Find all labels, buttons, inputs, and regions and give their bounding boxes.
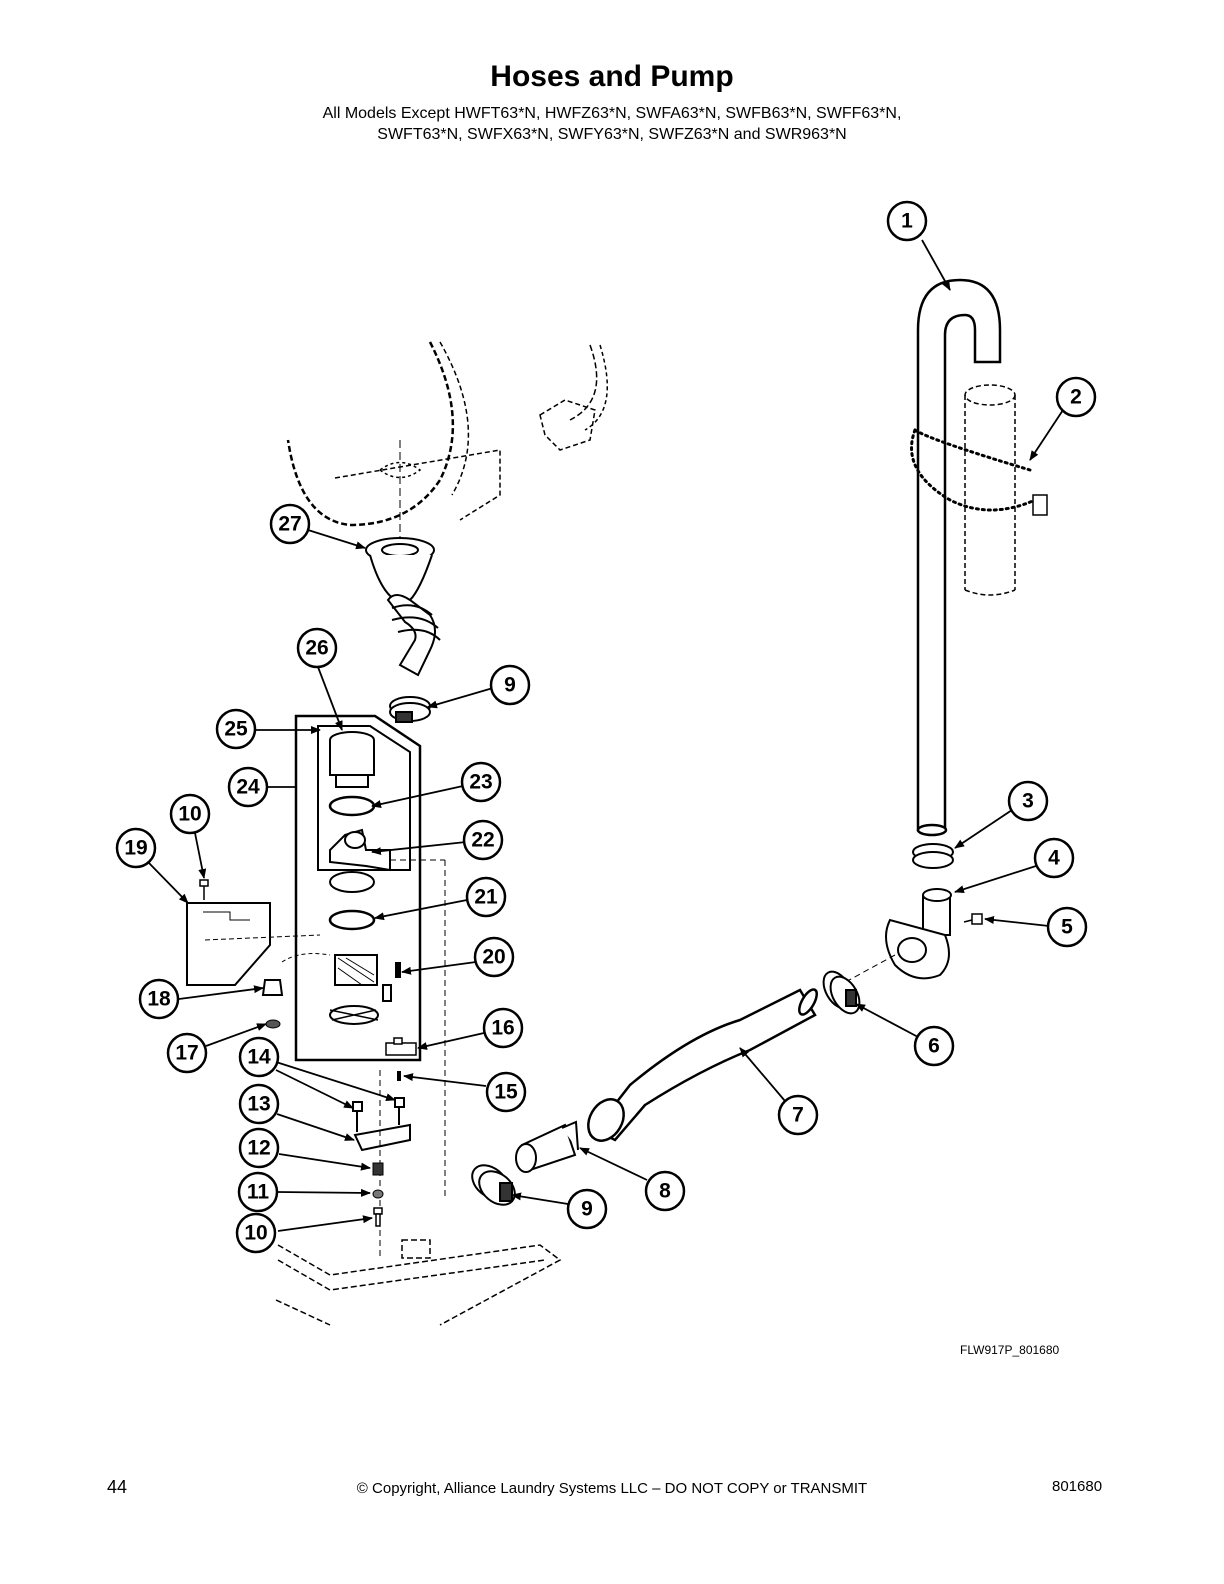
callout-9-upper: 9 xyxy=(489,664,531,706)
boot-hose-part-27 xyxy=(365,537,441,677)
svg-text:22: 22 xyxy=(471,829,494,852)
callout-13: 13 xyxy=(238,1083,280,1125)
callout-5: 5 xyxy=(1046,906,1088,948)
svg-text:1: 1 xyxy=(901,210,913,233)
callout-16: 16 xyxy=(482,1007,524,1049)
pump-motor-part-20 xyxy=(329,954,401,1025)
svg-text:7: 7 xyxy=(792,1104,804,1127)
chain xyxy=(910,428,1037,512)
svg-text:15: 15 xyxy=(494,1081,518,1104)
callout-15: 15 xyxy=(485,1071,527,1113)
svg-text:26: 26 xyxy=(305,637,328,660)
screw-part-15 xyxy=(397,1071,401,1081)
clip-part-16 xyxy=(385,1037,417,1056)
cabinet-base-outline xyxy=(275,1239,562,1326)
svg-text:14: 14 xyxy=(247,1046,271,1069)
callout-22: 22 xyxy=(462,819,504,861)
hose-clamp-part-6 xyxy=(822,970,861,1015)
callout-11: 11 xyxy=(237,1171,279,1213)
screw-part-10-upper xyxy=(199,879,209,900)
callout-3: 3 xyxy=(1007,780,1049,822)
page-title: Hoses and Pump xyxy=(490,60,734,93)
callout-14: 14 xyxy=(238,1036,280,1078)
svg-text:9: 9 xyxy=(581,1198,593,1221)
model-exclusions-line-1: All Models Except HWFT63*N, HWFZ63*N, SW… xyxy=(322,105,902,122)
callout-20: 20 xyxy=(473,936,515,978)
drain-hose-part-7 xyxy=(587,988,818,1142)
svg-text:11: 11 xyxy=(247,1181,270,1204)
pump-cap-part-26 xyxy=(329,731,375,788)
pump-shield-part-19 xyxy=(186,902,321,986)
callout-18: 18 xyxy=(138,978,180,1020)
drain-adapter-part-4 xyxy=(885,888,952,980)
callout-25: 25 xyxy=(215,708,257,750)
svg-text:23: 23 xyxy=(469,771,492,794)
document-number: 801680 xyxy=(1052,1478,1103,1495)
svg-text:10: 10 xyxy=(178,803,201,826)
svg-text:10: 10 xyxy=(244,1222,267,1245)
svg-text:17: 17 xyxy=(175,1042,198,1065)
callout-17: 17 xyxy=(166,1032,208,1074)
guide-line xyxy=(281,953,331,963)
callout-21: 21 xyxy=(465,876,507,918)
svg-text:27: 27 xyxy=(278,513,301,536)
screw-part-10-lower xyxy=(373,1207,383,1227)
svg-text:8: 8 xyxy=(659,1180,671,1203)
callout-9-lower: 9 xyxy=(566,1188,608,1230)
callout-10-upper: 10 xyxy=(169,793,211,835)
spacer-part-12 xyxy=(372,1162,384,1176)
svg-text:20: 20 xyxy=(482,946,505,969)
callout-24: 24 xyxy=(227,766,269,808)
callout-6: 6 xyxy=(913,1025,955,1067)
svg-text:3: 3 xyxy=(1022,790,1034,813)
svg-text:5: 5 xyxy=(1061,916,1073,939)
page-number: 44 xyxy=(107,1477,128,1497)
callout-12: 12 xyxy=(238,1127,280,1169)
grommet-part-18 xyxy=(261,979,284,996)
drain-hose-part-1 xyxy=(916,278,1002,837)
svg-text:4: 4 xyxy=(1048,847,1060,870)
screw-part-5 xyxy=(963,913,983,925)
svg-text:13: 13 xyxy=(247,1093,270,1116)
hose-connector-part-8 xyxy=(515,1120,579,1173)
copyright-notice: © Copyright, Alliance Laundry Systems LL… xyxy=(356,1480,868,1497)
svg-text:9: 9 xyxy=(504,674,516,697)
mounting-bracket-part-13 xyxy=(352,1097,411,1152)
nut-part-17 xyxy=(265,1019,281,1029)
svg-text:2: 2 xyxy=(1070,386,1082,409)
standpipe-and-chain-part-2 xyxy=(964,384,1016,596)
leader-lines xyxy=(147,239,1064,1232)
callout-19: 19 xyxy=(115,827,157,869)
svg-text:21: 21 xyxy=(474,886,498,909)
svg-text:16: 16 xyxy=(491,1017,514,1040)
svg-text:12: 12 xyxy=(247,1137,270,1160)
figure-code: FLW917P_801680 xyxy=(960,1343,1060,1357)
hose-clamp-upper xyxy=(389,696,431,723)
callout-27: 27 xyxy=(269,503,311,545)
callout-4: 4 xyxy=(1033,837,1075,879)
svg-text:24: 24 xyxy=(236,776,260,799)
o-ring-part-23 xyxy=(328,795,376,817)
callout-8: 8 xyxy=(644,1170,686,1212)
svg-text:6: 6 xyxy=(928,1035,940,1058)
callout-1: 1 xyxy=(886,200,928,242)
callout-23: 23 xyxy=(460,761,502,803)
hose-clamp-lower xyxy=(471,1164,516,1206)
callout-7: 7 xyxy=(777,1094,819,1136)
chain-hook xyxy=(1032,494,1048,516)
callout-26: 26 xyxy=(296,627,338,669)
hose-clamp-part-3 xyxy=(912,843,954,869)
svg-text:18: 18 xyxy=(147,988,171,1011)
callout-2: 2 xyxy=(1055,376,1097,418)
tub-outline xyxy=(286,341,609,540)
washer-part-11 xyxy=(372,1189,384,1199)
pump-housing-part-22 xyxy=(329,828,391,893)
callout-10-lower: 10 xyxy=(235,1212,277,1254)
model-exclusions-line-2: SWFT63*N, SWFX63*N, SWFY63*N, SWFZ63*N a… xyxy=(377,126,847,143)
chain xyxy=(913,428,1032,472)
o-ring-part-21 xyxy=(328,909,376,931)
svg-text:25: 25 xyxy=(224,718,248,741)
svg-text:19: 19 xyxy=(124,837,147,860)
